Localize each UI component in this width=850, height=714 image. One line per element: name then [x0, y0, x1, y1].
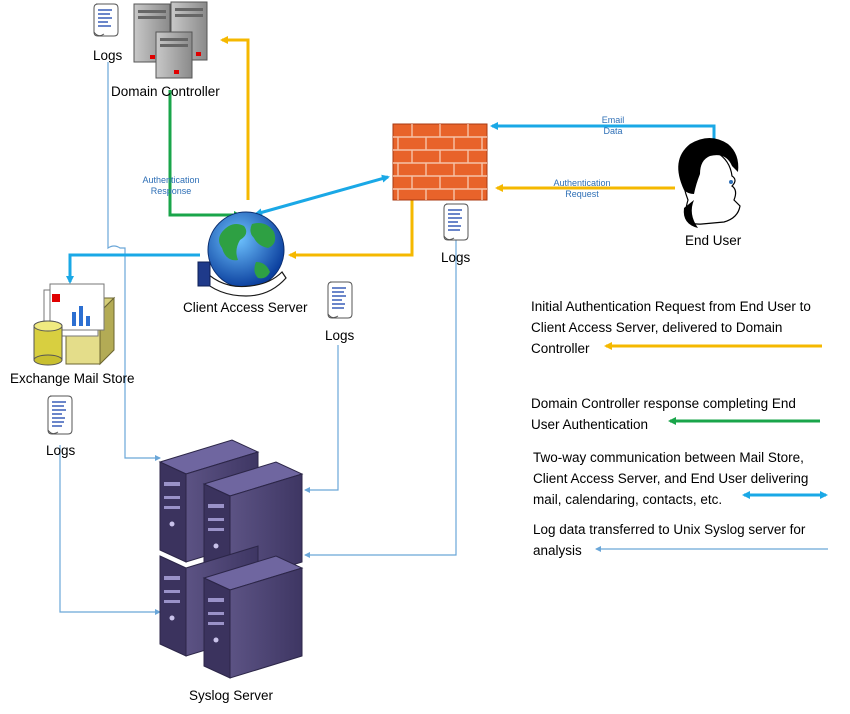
domain-controller-icon [133, 1, 208, 79]
log-data-links [59, 62, 457, 615]
auth-request-flow-label: Authentication Request [553, 178, 611, 199]
exchange-mail-store-icon [33, 283, 116, 366]
syslog-server-label: Syslog Server [189, 688, 274, 703]
log-scroll-icon-dc [93, 3, 119, 37]
legend-text-auth-request: Initial Authentication Request from End … [531, 299, 811, 356]
logs-label-firewall: Logs [441, 250, 471, 265]
end-user-label: End User [685, 233, 742, 248]
end-user-icon [678, 138, 741, 228]
logs-label-cas: Logs [325, 328, 355, 343]
legend-swatches [595, 342, 828, 552]
legend-text-auth-response: Domain Controller response completing En… [531, 396, 796, 432]
log-scroll-icon-cas [327, 281, 353, 319]
auth-request-links [220, 36, 675, 259]
auth-response-links [168, 90, 242, 219]
email-data-flow-label: Email Data [601, 115, 625, 136]
logs-label-mailstore: Logs [46, 443, 76, 458]
firewall-icon [392, 123, 488, 201]
syslog-server-icon [158, 439, 304, 679]
legend-text-log-data: Log data transferred to Unix Syslog serv… [533, 522, 806, 558]
client-access-server-label: Client Access Server [183, 300, 308, 315]
client-access-server-icon [197, 211, 287, 297]
log-scroll-icon-mailstore [47, 395, 73, 435]
exchange-mail-store-label: Exchange Mail Store [10, 371, 135, 386]
domain-controller-label: Domain Controller [111, 84, 220, 99]
auth-response-flow-label: Authentication Response [142, 175, 200, 196]
two-way-links [66, 122, 718, 284]
legend-text-two-way: Two-way communication between Mail Store… [533, 450, 809, 507]
log-scroll-icon-firewall [443, 203, 469, 241]
logs-label-dc: Logs [93, 48, 123, 63]
